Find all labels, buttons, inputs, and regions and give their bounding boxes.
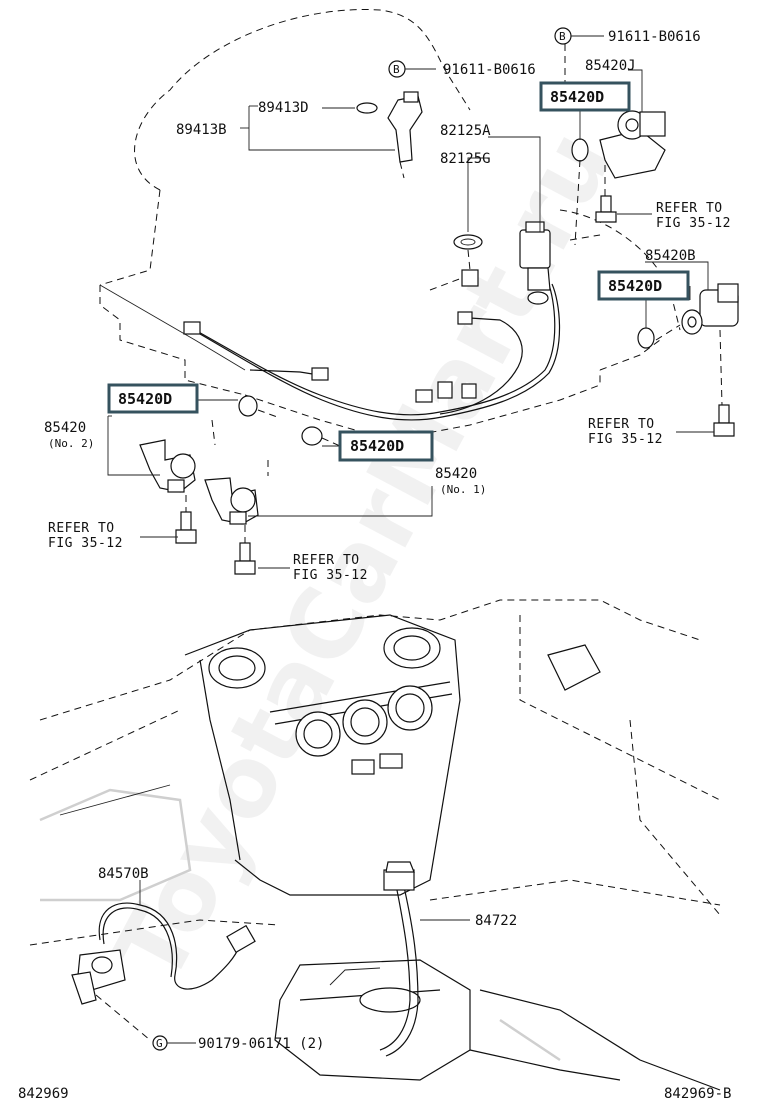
o-ring-89413D bbox=[356, 102, 378, 114]
clip-90179: G bbox=[152, 1035, 168, 1051]
bolt-left bbox=[175, 511, 197, 544]
svg-text:G: G bbox=[156, 1037, 163, 1050]
label-85420B: 85420B bbox=[645, 248, 696, 264]
svg-text:REFER TO: REFER TO bbox=[293, 553, 360, 568]
solenoid-85420B bbox=[681, 283, 739, 335]
refer-left: REFER TO FIG 35-12 bbox=[48, 521, 123, 551]
highlight-85420D-mid-right[interactable]: 85420D bbox=[597, 270, 690, 301]
label-84570B: 84570B bbox=[98, 866, 149, 882]
svg-text:REFER TO: REFER TO bbox=[48, 521, 115, 536]
harness-84570B bbox=[71, 902, 256, 1005]
label-89413D: 89413D bbox=[258, 100, 309, 116]
label-85420-no1: 85420 bbox=[435, 466, 477, 482]
label-85420-no1-sub: (No. 1) bbox=[440, 483, 486, 496]
solenoid-85420J bbox=[599, 110, 666, 179]
o-ring-85420D-center bbox=[301, 426, 323, 446]
svg-text:FIG 35-12: FIG 35-12 bbox=[48, 536, 123, 551]
svg-text:85420D: 85420D bbox=[118, 390, 172, 408]
sensor-89413B bbox=[387, 91, 423, 163]
watermark: ToyotaCarMart.ru bbox=[91, 113, 634, 1001]
label-91611-left: 91611-B0616 bbox=[443, 62, 536, 78]
svg-text:85420D: 85420D bbox=[550, 88, 604, 106]
svg-text:FIG 35-12: FIG 35-12 bbox=[588, 432, 663, 447]
bolt-symbol-top: B bbox=[554, 27, 572, 45]
svg-text:B: B bbox=[393, 63, 400, 76]
refer-top-right: REFER TO FIG 35-12 bbox=[656, 201, 731, 231]
label-90179: 90179-06171 (2) bbox=[198, 1036, 324, 1052]
svg-text:85420D: 85420D bbox=[350, 437, 404, 455]
footer-code-right: 842969-B bbox=[664, 1086, 731, 1102]
highlight-85420D-left[interactable]: 85420D bbox=[107, 383, 199, 414]
bolt-top-right bbox=[595, 195, 617, 223]
label-89413B: 89413B bbox=[176, 122, 227, 138]
bolt-symbol-left: B bbox=[388, 60, 406, 78]
bolt-mid-right bbox=[713, 404, 735, 437]
refer-center: REFER TO FIG 35-12 bbox=[293, 553, 368, 583]
highlight-85420D-center[interactable]: 85420D bbox=[338, 430, 434, 462]
refer-mid-right: REFER TO FIG 35-12 bbox=[588, 417, 663, 447]
solenoid-85420-no1 bbox=[204, 477, 259, 525]
svg-text:85420D: 85420D bbox=[608, 277, 662, 295]
solenoid-85420-no2 bbox=[139, 439, 196, 493]
svg-text:REFER TO: REFER TO bbox=[588, 417, 655, 432]
svg-text:FIG 35-12: FIG 35-12 bbox=[656, 216, 731, 231]
o-ring-85420D-mid bbox=[637, 327, 655, 349]
transmission-outline bbox=[99, 9, 681, 441]
o-ring-85420D-left bbox=[238, 395, 258, 417]
dashboard-outline bbox=[29, 599, 721, 1091]
o-ring-82125G bbox=[453, 234, 483, 250]
label-85420-no2: 85420 bbox=[44, 420, 86, 436]
leader-lines-upper bbox=[107, 35, 714, 569]
footer-code-left: 842969 bbox=[18, 1086, 69, 1102]
o-ring-85420D-top bbox=[571, 138, 589, 162]
svg-text:FIG 35-12: FIG 35-12 bbox=[293, 568, 368, 583]
label-84722: 84722 bbox=[475, 913, 517, 929]
wire-harness bbox=[183, 269, 561, 421]
label-91611-top: 91611-B0616 bbox=[608, 29, 701, 45]
label-82125G: 82125G bbox=[440, 151, 491, 167]
highlight-85420D-top-right[interactable]: 85420D bbox=[539, 81, 631, 112]
bolt-center bbox=[234, 542, 256, 575]
label-85420J: 85420J bbox=[585, 58, 636, 74]
label-85420-no2-sub: (No. 2) bbox=[48, 437, 94, 450]
svg-text:REFER TO: REFER TO bbox=[656, 201, 723, 216]
label-82125A: 82125A bbox=[440, 123, 491, 139]
speed-sensor-82125A bbox=[519, 221, 551, 305]
shift-cable-84722 bbox=[379, 861, 419, 1057]
svg-text:B: B bbox=[559, 30, 566, 43]
